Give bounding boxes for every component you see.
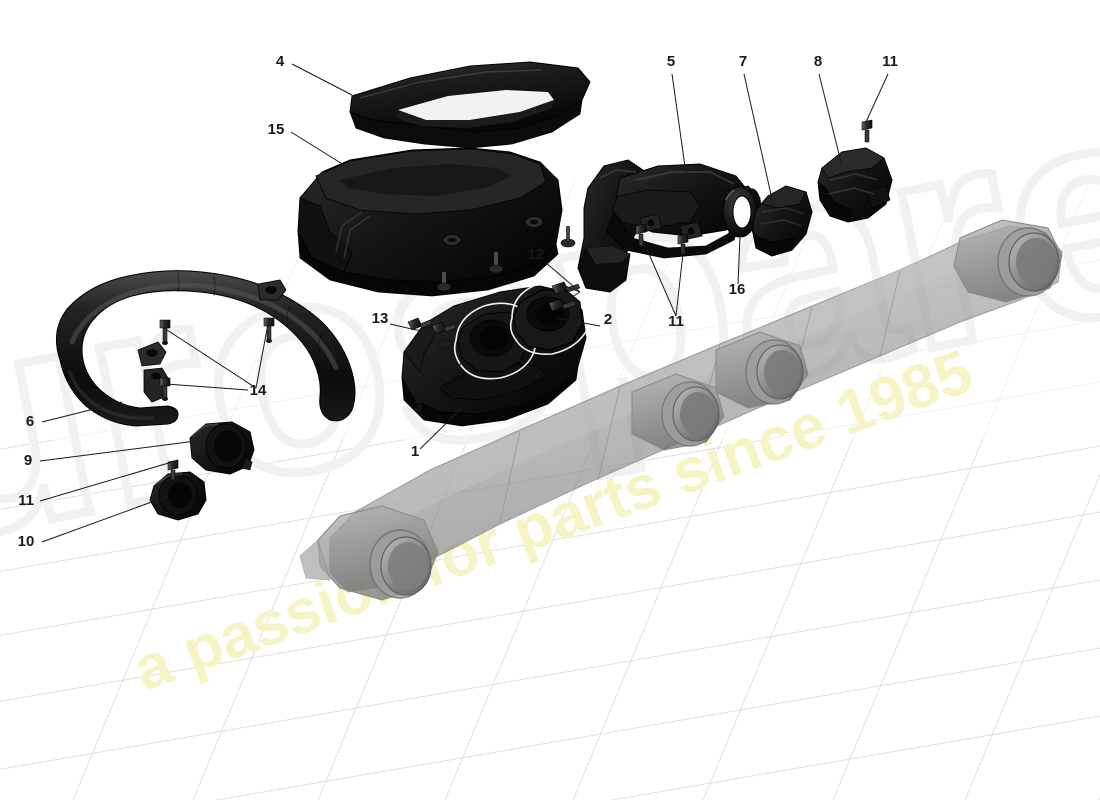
callout-3: 3 (414, 357, 467, 415)
callout-number-7: 7 (739, 53, 747, 70)
callout-1: 1 (411, 399, 471, 460)
callout-leader-line (555, 317, 601, 327)
callout-number-11: 11 (18, 492, 34, 509)
callout-15: 15 (268, 121, 353, 171)
part-6-mount-eyes (137, 279, 287, 367)
ghost-dashboard-crossbeam (299, 219, 1063, 601)
ghost-vent-pod-left (299, 505, 439, 601)
callout-number-4: 4 (276, 53, 285, 70)
callout-leader-line (743, 73, 775, 209)
callout-9: 9 (24, 440, 197, 469)
part-6-tunnel-air-hose-loop (55, 270, 356, 427)
callout-number-9: 9 (24, 452, 32, 469)
callout-number-6: 6 (26, 413, 34, 430)
part-4-upper-vent-bezel-trim (349, 61, 591, 149)
callout-number-5: 5 (667, 53, 675, 70)
callout-number-11: 11 (882, 53, 898, 70)
part-9-vent-outlet-nozzle (189, 421, 255, 475)
callout-7: 7 (739, 53, 775, 209)
callout-11: 11 (865, 53, 898, 123)
callout-leader-line (865, 73, 889, 123)
callout-number-13: 13 (372, 310, 389, 327)
callout-11: 11 (18, 461, 173, 509)
callout-4: 4 (276, 53, 353, 96)
callout-leader-line (737, 235, 741, 285)
callout-number-12: 12 (528, 246, 545, 263)
callout-6: 6 (26, 401, 123, 430)
part-15-center-air-diffuser-housing (297, 147, 576, 297)
part-15-screw-studs (436, 226, 576, 292)
callout-layer: 4 15 5 7 8 11 16 11 12 13 2 3 1 14 6 9 11 10 (18, 53, 898, 550)
callout-13: 13 (372, 310, 439, 333)
screw-11-top-right (861, 119, 873, 143)
callout-leader-line (641, 237, 685, 317)
screw-11-duct-a (635, 223, 647, 247)
callout-number-2: 2 (604, 311, 612, 328)
callout-number-14: 14 (250, 382, 267, 399)
screw-12-b (548, 298, 577, 312)
screw-14-b (263, 317, 275, 343)
callout-5: 5 (667, 53, 689, 189)
callout-leader-line (544, 261, 581, 307)
part-6-lower-bracket (143, 367, 169, 403)
screw-12-a (551, 281, 581, 295)
ghost-vent-pod-right (953, 219, 1063, 303)
callout-14: 14 (163, 323, 269, 399)
callout-leader-line (818, 73, 843, 167)
ghost-vent-pod-mid-right (715, 331, 809, 409)
callout-number-11: 11 (668, 313, 684, 330)
part-8-side-duct-shroud (817, 147, 893, 223)
callout-leader-line (389, 323, 439, 333)
callout-10: 10 (18, 495, 169, 550)
ghost-vent-pod-mid-left (631, 373, 725, 451)
part-10-vent-end-cap (149, 471, 207, 521)
callout-leader-line (163, 323, 269, 391)
callout-number-15: 15 (268, 121, 285, 138)
callout-leader-line (290, 131, 353, 171)
callout-number-8: 8 (814, 53, 822, 70)
callout-leader-line (39, 440, 197, 462)
screw-13-a (407, 317, 433, 331)
part-16-duct-sealing-ring (722, 186, 758, 238)
screw-14-a (159, 319, 171, 345)
callout-number-3: 3 (414, 398, 422, 415)
callout-11: 11 (641, 237, 685, 330)
callout-8: 8 (814, 53, 843, 167)
callout-leader-line (671, 73, 689, 189)
callout-leader-line (423, 357, 467, 405)
callout-leader-line (291, 63, 353, 96)
callout-number-10: 10 (18, 533, 35, 550)
callout-leader-line (419, 399, 471, 450)
callout-12: 12 (528, 246, 581, 307)
callout-2: 2 (555, 311, 612, 328)
callout-number-16: 16 (729, 281, 746, 298)
callout-leader-line (39, 461, 173, 502)
callout-leader-line (41, 495, 169, 543)
callout-16: 16 (729, 235, 746, 298)
callout-number-1: 1 (411, 443, 419, 460)
callout-leader-line (41, 401, 123, 423)
